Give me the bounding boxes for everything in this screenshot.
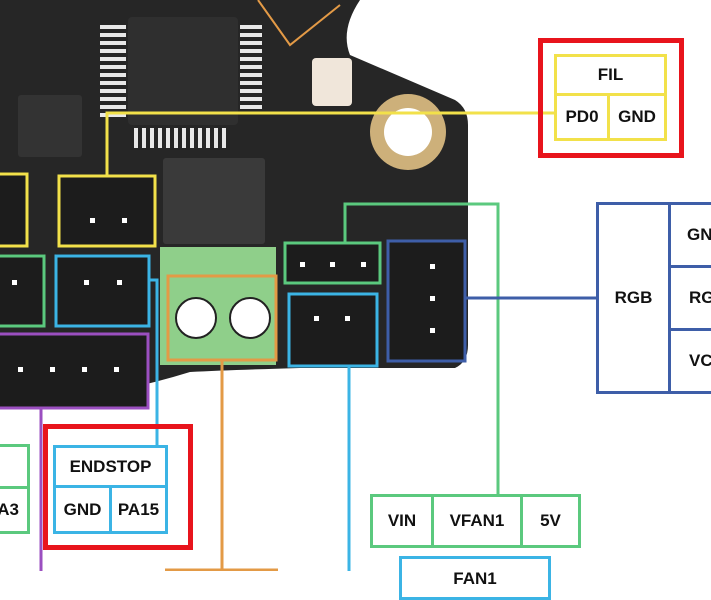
- probe-connector: [0, 334, 148, 408]
- board-diagram: [0, 0, 598, 571]
- fil-pin-pd0: PD0: [554, 93, 610, 141]
- fil-connector-left: [0, 172, 28, 247]
- mcu-pins-right: [240, 25, 262, 109]
- fan-pin-5v: 5V: [520, 494, 581, 548]
- endstop-highlight-box: [43, 424, 193, 550]
- fan-connector-left: [0, 254, 44, 326]
- fil-highlight-box: [538, 38, 684, 158]
- rgb-outline: [386, 239, 467, 363]
- fan1-connector: [288, 294, 376, 366]
- rgb-title: RGB: [596, 202, 671, 394]
- rgb-pin-vcc: VC: [668, 328, 711, 394]
- endstop-pin-pa15: PA15: [109, 485, 168, 534]
- mosfet-chip: [163, 158, 265, 244]
- fil-pin-gnd: GND: [607, 93, 667, 141]
- mcu-chip: [128, 17, 238, 125]
- endstop-outline: [54, 254, 151, 328]
- endstop-leader: [149, 278, 159, 446]
- fil-leader: [105, 111, 556, 176]
- fan-3pin-outline: [283, 241, 382, 285]
- bled-led: [312, 58, 352, 106]
- small-chip: [18, 95, 82, 157]
- fil-title: FIL: [554, 54, 667, 96]
- fan1-title: FAN1: [399, 556, 551, 600]
- connector-pins: [12, 218, 435, 372]
- terminal-screw-1: [175, 297, 217, 339]
- endstop-title: ENDSTOP: [53, 445, 168, 488]
- fan-pin-vfan1: VFAN1: [431, 494, 523, 548]
- fan-pin-vin: VIN: [370, 494, 434, 548]
- probe-outline: [0, 332, 150, 410]
- mcu-pins-left: [100, 25, 126, 117]
- left-partial-pin-a3: A3: [0, 486, 30, 534]
- mcu-pins-bottom: [134, 128, 226, 148]
- left-partial-top: [0, 444, 30, 489]
- fil-connector: [60, 175, 154, 247]
- inductor-outline: [257, 0, 341, 47]
- fil-left-outline: [0, 172, 29, 248]
- rgb-pin-data: RG: [668, 265, 711, 331]
- rgb-connector: [388, 240, 466, 362]
- fan1-outline: [287, 292, 379, 368]
- fan-left-outline: [0, 254, 46, 328]
- endstop-connector: [56, 254, 150, 326]
- fan-leader: [343, 202, 500, 494]
- terminal-screw-2: [229, 297, 271, 339]
- rgb-pin-gnd: GN: [668, 202, 711, 268]
- endstop-pin-gnd: GND: [53, 485, 112, 534]
